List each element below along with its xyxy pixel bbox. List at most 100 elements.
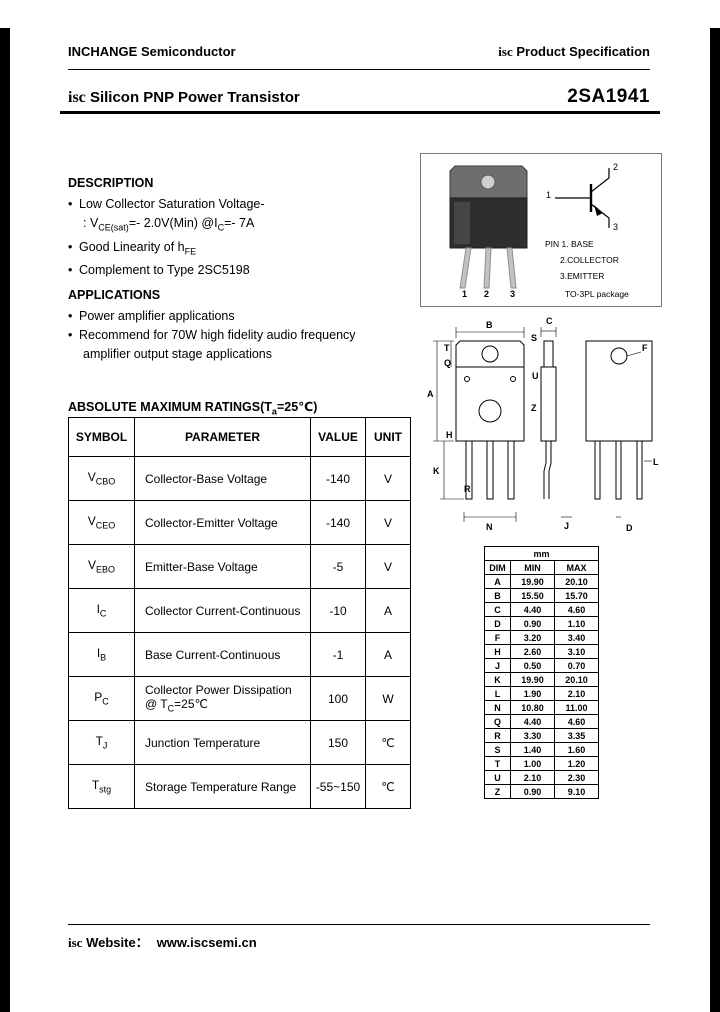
dimension-letter: Z bbox=[531, 403, 537, 413]
table-header-row: mm bbox=[484, 546, 599, 561]
pin-number-label: 3 bbox=[510, 289, 516, 299]
bullet-icon: • bbox=[68, 309, 73, 323]
table-cell: R bbox=[484, 728, 511, 743]
schematic-pin-emitter: 3 bbox=[613, 222, 619, 232]
table-cell: 20.10 bbox=[554, 574, 599, 589]
table-cell: 2.10 bbox=[510, 770, 555, 785]
applications-section: APPLICATIONS •Power amplifier applicatio… bbox=[68, 288, 418, 364]
table-cell: 19.90 bbox=[510, 574, 555, 589]
dimension-letter: R bbox=[464, 484, 471, 494]
table-cell: 19.90 bbox=[510, 672, 555, 687]
table-cell: -140 bbox=[310, 500, 366, 545]
pin-line: 3.EMITTER bbox=[560, 271, 605, 281]
list-item-text: =- 7A bbox=[224, 216, 255, 230]
table-cell: Tstg bbox=[68, 764, 135, 809]
table-cell: Base Current-Continuous bbox=[134, 632, 311, 677]
table-cell: 0.90 bbox=[510, 616, 555, 631]
table-cell: F bbox=[484, 630, 511, 645]
subscript: a bbox=[271, 406, 277, 417]
list-item: •Power amplifier applications bbox=[68, 307, 418, 326]
table-cell: 2.30 bbox=[554, 770, 599, 785]
table-cell: TJ bbox=[68, 720, 135, 765]
dimension-letter: B bbox=[486, 320, 493, 330]
part-number: 2SA1941 bbox=[567, 86, 650, 107]
package-photo-box: 1 2 3 2 1 3 PIN 1. BASE 2.COLLECTOR 3.EM… bbox=[420, 153, 662, 307]
table-cell: D bbox=[484, 616, 511, 631]
table-cell: H bbox=[484, 644, 511, 659]
table-cell: A bbox=[365, 588, 411, 633]
table-cell: V bbox=[365, 500, 411, 545]
description-heading: DESCRIPTION bbox=[68, 176, 154, 190]
column-header: DIM bbox=[484, 560, 511, 575]
footer-divider bbox=[68, 924, 650, 925]
ratings-heading: ABSOLUTE MAXIMUM RATINGS(Ta=25℃) bbox=[68, 399, 317, 417]
table-cell: VCBO bbox=[68, 456, 135, 501]
emitter-arrow-icon bbox=[594, 205, 603, 216]
table-cell: 1.10 bbox=[554, 616, 599, 631]
spec-text: Product Specification bbox=[512, 44, 650, 59]
table-cell: ℃ bbox=[365, 720, 411, 765]
list-item: •Complement to Type 2SC5198 bbox=[68, 261, 418, 280]
list-item: •Low Collector Saturation Voltage- bbox=[68, 195, 418, 214]
description-list: •Low Collector Saturation Voltage- : VCE… bbox=[68, 195, 418, 280]
table-cell: PC bbox=[68, 676, 135, 721]
isc-logo: isc bbox=[68, 935, 83, 950]
table-cell: Emitter-Base Voltage bbox=[134, 544, 311, 589]
list-item-text: amplifier output stage applications bbox=[83, 347, 273, 361]
list-item: •Good Linearity of hFE bbox=[68, 238, 418, 262]
subscript: FE bbox=[184, 246, 197, 256]
spec-label: isc Product Specification bbox=[498, 44, 650, 60]
table-header-row: SYMBOL PARAMETER VALUE UNIT bbox=[68, 417, 411, 457]
column-header: MAX bbox=[554, 560, 599, 575]
table-cell: 2.10 bbox=[554, 686, 599, 701]
page-border-left bbox=[0, 28, 10, 1012]
dimension-letter: J bbox=[564, 521, 569, 531]
page-footer: isc Website：www.iscsemi.cn bbox=[68, 932, 257, 951]
table-cell: 20.10 bbox=[554, 672, 599, 687]
page-border-right bbox=[710, 28, 720, 1012]
table-cell: -10 bbox=[310, 588, 366, 633]
bullet-icon: • bbox=[68, 328, 73, 342]
table-cell: 9.10 bbox=[554, 784, 599, 799]
pin-number-label: 1 bbox=[462, 289, 468, 299]
list-item: amplifier output stage applications bbox=[68, 345, 418, 364]
pin-line: PIN 1. BASE bbox=[545, 239, 594, 249]
table-cell: Q bbox=[484, 714, 511, 729]
bullet-icon: • bbox=[68, 263, 73, 277]
dimension-lines bbox=[433, 327, 652, 522]
table-cell: C bbox=[484, 602, 511, 617]
table-cell: 1.00 bbox=[510, 756, 555, 771]
table-cell: 4.40 bbox=[510, 602, 555, 617]
table-cell: Junction Temperature bbox=[134, 720, 311, 765]
bullet-icon: • bbox=[68, 197, 73, 211]
table-cell: Collector Current-Continuous bbox=[134, 588, 311, 633]
page-title: isc Silicon PNP Power Transistor bbox=[68, 89, 300, 107]
product-title: Silicon PNP Power Transistor bbox=[85, 89, 300, 106]
table-cell: 3.20 bbox=[510, 630, 555, 645]
isc-logo: isc bbox=[68, 89, 86, 106]
website-url: www.iscsemi.cn bbox=[156, 935, 257, 950]
list-item: •Recommend for 70W high fidelity audio f… bbox=[68, 326, 418, 345]
table-cell: 4.60 bbox=[554, 714, 599, 729]
table-cell: V bbox=[365, 544, 411, 589]
transistor-photo-and-schematic bbox=[449, 165, 610, 289]
table-cell: -140 bbox=[310, 456, 366, 501]
list-item-text: Good Linearity of h bbox=[79, 239, 185, 254]
table-cell: T bbox=[484, 756, 511, 771]
table-cell: 1.90 bbox=[510, 686, 555, 701]
table-cell: B bbox=[484, 588, 511, 603]
